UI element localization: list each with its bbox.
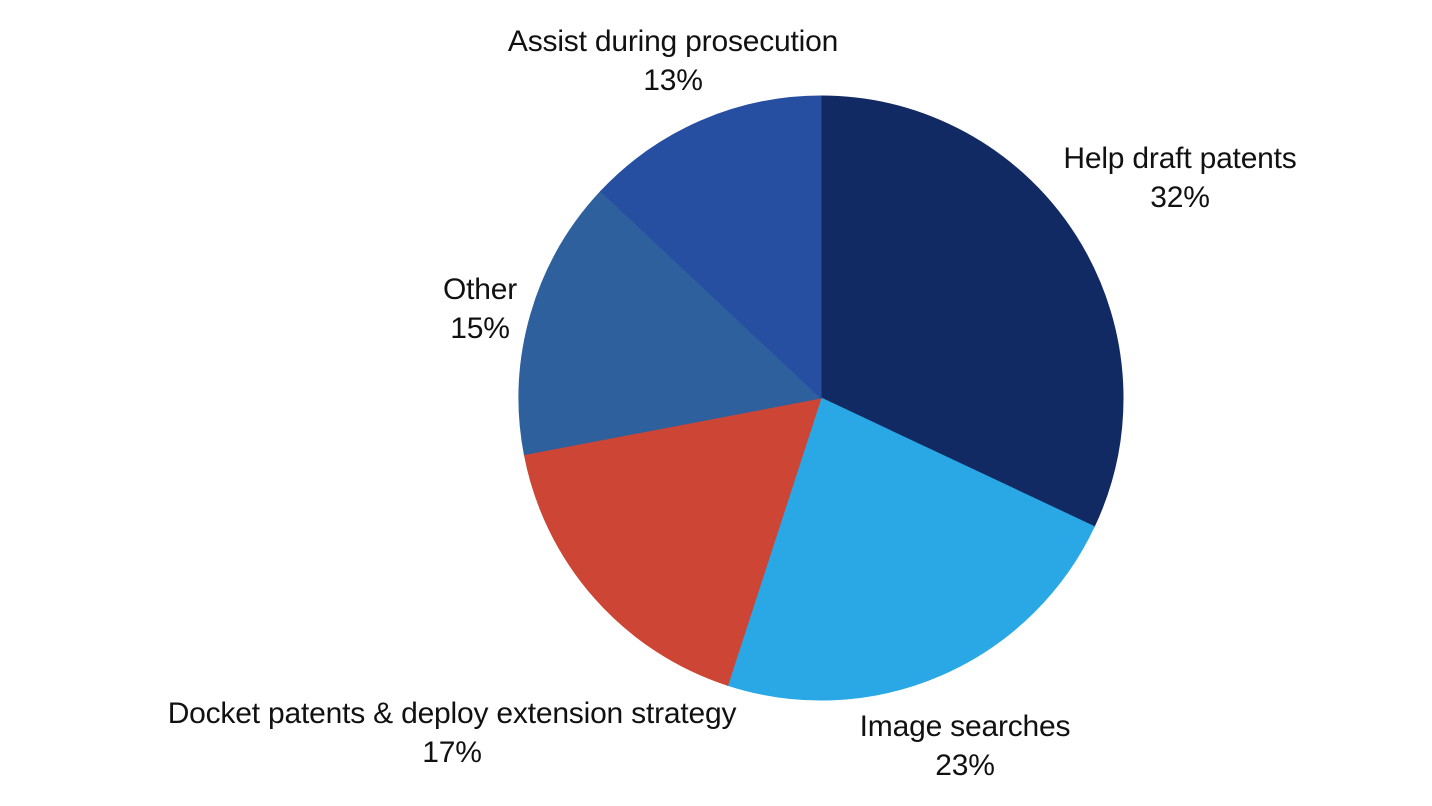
pie-label-value: 13%: [643, 64, 703, 97]
pie-label-name: Assist during prosecution: [507, 25, 839, 58]
pie-slice: [518, 190, 823, 456]
pie-label-other: Other 15%: [375, 270, 585, 348]
pie-label-name: Docket patents & deploy extension strate…: [167, 697, 737, 730]
pie-label-value: 15%: [450, 312, 510, 345]
pie-label-image-searches: Image searches 23%: [840, 707, 1090, 785]
pie-label-docket-patents-deploy-extension-strategy: Docket patents & deploy extension strate…: [142, 694, 762, 772]
pie-slice: [820, 95, 1124, 528]
pie-label-name: Image searches: [859, 710, 1071, 743]
pie-label-name: Help draft patents: [1063, 142, 1297, 175]
pie-label-value: 17%: [422, 736, 482, 769]
pie-label-name: Other: [442, 273, 518, 306]
pie-slice: [523, 397, 822, 686]
pie-label-value: 23%: [935, 749, 995, 782]
pie-slice-group: [518, 95, 1124, 701]
pie-slice: [727, 397, 1095, 701]
pie-label-value: 32%: [1150, 181, 1210, 214]
pie-label-help-draft-patents: Help draft patents 32%: [1030, 139, 1330, 217]
pie-label-assist-during-prosecution: Assist during prosecution 13%: [443, 22, 903, 100]
pie-slice: [600, 95, 822, 400]
